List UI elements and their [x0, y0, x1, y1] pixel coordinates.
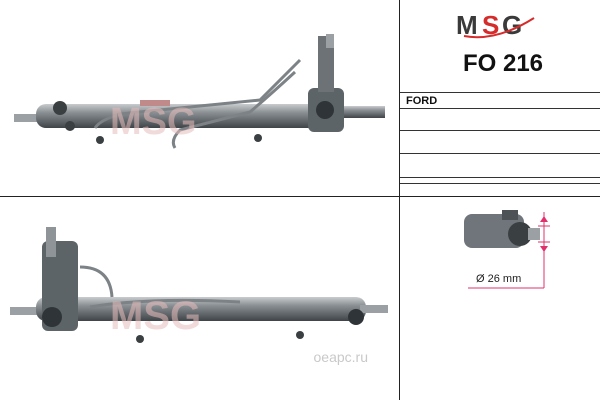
part-number: FO 216 — [462, 50, 544, 77]
table-row-line — [400, 177, 600, 178]
vertical-divider — [399, 0, 400, 400]
steering-rack-photo-top: MSG — [14, 34, 385, 149]
table-row-line — [400, 108, 600, 109]
table-row-line — [400, 183, 600, 184]
svg-text:MSG: MSG — [110, 101, 197, 143]
horizontal-divider — [0, 196, 600, 197]
table-row-line — [400, 92, 600, 93]
svg-text:G: G — [502, 10, 522, 40]
brand-logo: M S G — [456, 10, 552, 40]
svg-text:M: M — [456, 10, 478, 40]
table-row-line — [400, 153, 600, 154]
make-label: FORD — [406, 95, 438, 107]
msg-logo-icon: M S G — [456, 10, 535, 40]
diameter-diagram — [464, 210, 550, 289]
steering-rack-photo-bottom: MSG — [10, 227, 388, 343]
table-row-line — [400, 130, 600, 131]
svg-text:MSG: MSG — [110, 294, 201, 338]
watermark: oeapc.ru — [314, 349, 368, 365]
watermark-site: oeapc.ru — [313, 349, 368, 365]
diameter-label: Ø 26 mm — [476, 273, 522, 285]
svg-text:S: S — [482, 10, 499, 40]
